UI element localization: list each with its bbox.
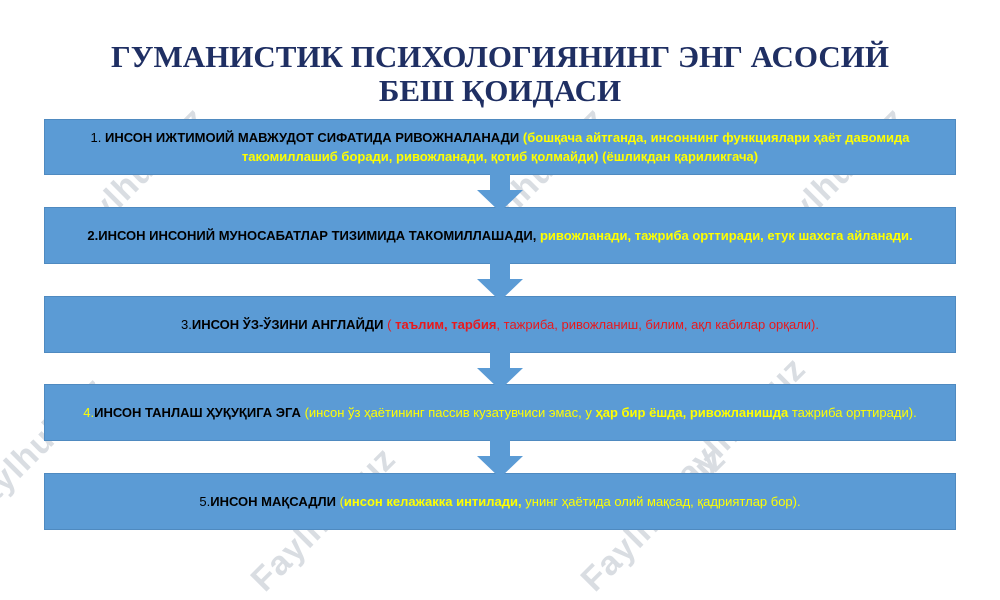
step-4-key: ИНСОН ТАНЛАШ ҲУҚУҚИГА ЭГА (94, 405, 301, 420)
down-arrow-icon (477, 170, 523, 212)
step-2-detail: ривожланади, тажриба орттиради, етук шах… (539, 228, 913, 243)
step-5-box: 5.ИНСОН МАҚСАДЛИ (инсон келажакка интила… (44, 473, 956, 530)
step-1-box: 1. ИНСОН ИЖТИМОИЙ МАВЖУДОТ СИФАТИДА РИВО… (44, 119, 956, 175)
step-2-key: ИНСОН ИНСОНИЙ МУНОСАБАТЛАР ТИЗИМИДА ТАКО… (98, 228, 537, 243)
step-4-detail-2: тажриба орттиради). (791, 405, 917, 420)
down-arrow-icon (477, 259, 523, 301)
title-line-2: БЕШ ҚОИДАСИ (378, 73, 622, 108)
step-5-number: 5. (199, 494, 211, 509)
step-1-key: ИНСОН ИЖТИМОИЙ МАВЖУДОТ СИФАТИДА РИВОЖНА… (105, 130, 520, 145)
step-5-open: ( (339, 494, 344, 509)
down-arrow-icon (477, 348, 523, 390)
step-4-box: 4.ИНСОН ТАНЛАШ ҲУҚУҚИГА ЭГА (инсон ўз ҳа… (44, 384, 956, 441)
step-5-detail: унинг ҳаётида олий мақсад, қадриятлар бо… (525, 494, 801, 509)
title-line-1: ГУМАНИСТИК ПСИХОЛОГИЯНИНГ ЭНГ АСОСИЙ (111, 39, 889, 74)
step-5-key: ИНСОН МАҚСАДЛИ (210, 494, 336, 509)
step-4-bold: ҳар бир ёшда, ривожланишда (595, 405, 789, 420)
step-3-box: 3.ИНСОН ЎЗ-ЎЗИНИ АНГЛАЙДИ ( таълим, тарб… (44, 296, 956, 353)
down-arrow-icon (477, 436, 523, 478)
step-3-key: ИНСОН ЎЗ-ЎЗИНИ АНГЛАЙДИ (191, 317, 384, 332)
step-3-open: ( (387, 317, 392, 332)
step-1-number: 1. (90, 130, 102, 145)
page-title: ГУМАНИСТИК ПСИХОЛОГИЯНИНГ ЭНГ АСОСИЙ БЕШ… (0, 40, 1000, 108)
step-2-box: 2.ИНСОН ИНСОНИЙ МУНОСАБАТЛАР ТИЗИМИДА ТА… (44, 207, 956, 264)
step-4-number: 4. (83, 405, 95, 420)
step-1-detail: (бошқача айтганда, инсоннинг функциялари… (241, 130, 910, 164)
step-5-bold: инсон келажакка интилади, (343, 494, 522, 509)
step-4-detail-1: (инсон ўз ҳаётининг пассив кузатувчиси э… (304, 405, 592, 420)
step-2-number: 2. (87, 228, 99, 243)
step-3-detail: , тажриба, ривожланиш, билим, ақл кабила… (496, 317, 819, 332)
step-3-bold: таълим, тарбия (395, 317, 497, 332)
step-3-number: 3. (181, 317, 192, 332)
